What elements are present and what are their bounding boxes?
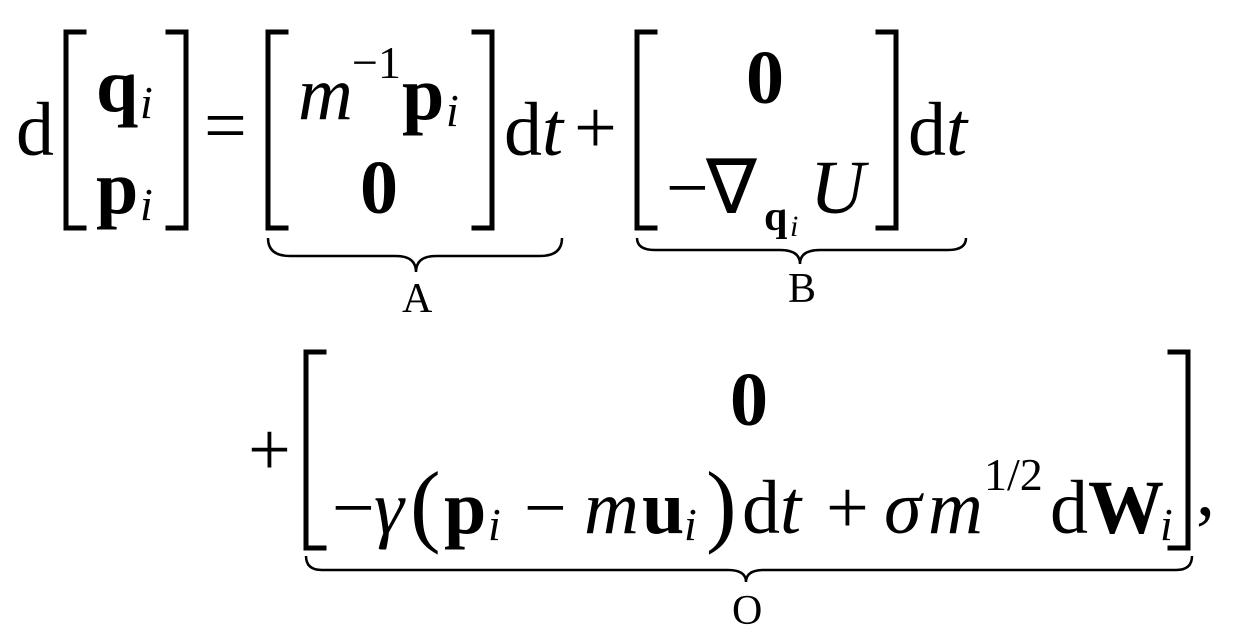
term-o-wiener-subscript: i (1160, 499, 1173, 550)
term-a-label: A (402, 276, 433, 322)
term-a-p-vector: p (402, 52, 445, 136)
term-o-sigma: σ (884, 466, 922, 550)
term-o-plus: + (826, 466, 869, 550)
lhs-right-bracket (165, 29, 189, 231)
lhs-p-subscript: i (140, 179, 153, 230)
term-b-label: B (788, 266, 817, 312)
term-o-dt-d: d (742, 466, 780, 550)
term-o-u-vector: u (642, 466, 685, 550)
term-o-left-paren: ( (410, 453, 441, 555)
term-a-right-bracket (471, 29, 495, 231)
term-o-p-subscript: i (488, 499, 501, 550)
term-o-dt-t: t (780, 466, 802, 550)
term-b-grad-q: q (764, 194, 788, 240)
term-b-left-bracket (634, 29, 658, 231)
term-b-dt-t: t (946, 88, 968, 172)
term-a-dt-t: t (542, 88, 564, 172)
term-o-minus: − (332, 466, 375, 550)
term-o-underbrace (304, 555, 1194, 583)
term-a-mass: m (298, 52, 353, 136)
trailing-comma: , (1196, 448, 1215, 532)
term-o-right-bracket (1167, 349, 1191, 551)
term-b-underbrace (635, 237, 968, 265)
term-b-right-bracket (875, 29, 899, 231)
term-a-underbrace (266, 237, 564, 273)
term-o-wiener: W (1088, 466, 1164, 550)
term-b-zero: 0 (746, 36, 784, 120)
term-o-gamma: γ (374, 466, 404, 550)
lhs-differential: d (16, 88, 54, 172)
lhs-q-subscript: i (140, 77, 153, 128)
lhs-left-bracket (63, 29, 87, 231)
term-b-grad-q-subscript: i (790, 210, 799, 243)
term-o-mass-2: m (928, 466, 983, 550)
lhs-q-vector: q (96, 44, 139, 128)
term-b-minus: − (666, 146, 709, 230)
plus-sign-2: + (248, 408, 291, 492)
plus-sign-1: + (574, 86, 617, 170)
term-a-left-bracket (265, 29, 289, 231)
term-b-nabla: ∇ (706, 146, 757, 230)
term-o-p-vector: p (444, 466, 487, 550)
term-o-minus-inner: − (524, 466, 567, 550)
term-o-dw-d: d (1050, 466, 1088, 550)
term-o-mass: m (584, 466, 639, 550)
term-a-p-subscript: i (446, 85, 459, 136)
equals-sign: = (204, 84, 247, 168)
term-a-dt-d: d (504, 88, 542, 172)
term-o-u-subscript: i (684, 499, 697, 550)
term-o-label: O (732, 588, 763, 634)
term-o-left-bracket (303, 349, 327, 551)
term-o-right-paren: ) (706, 453, 737, 555)
term-b-dt-d: d (908, 88, 946, 172)
lhs-p-vector: p (96, 146, 139, 230)
term-b-potential: U (810, 146, 865, 230)
term-o-half-exponent: 1/2 (984, 449, 1043, 500)
term-a-inverse-exponent: −1 (352, 37, 401, 88)
term-o-zero: 0 (730, 358, 768, 442)
term-a-zero: 0 (360, 146, 398, 230)
